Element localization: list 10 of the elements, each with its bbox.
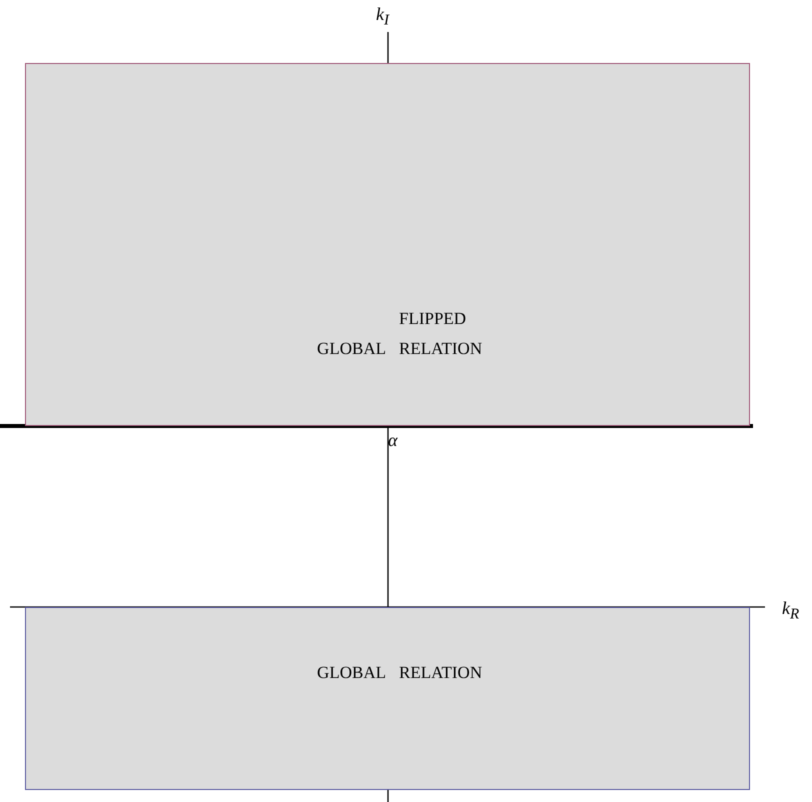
axis-label: k$_{R}$	[782, 598, 800, 625]
point-label: α	[388, 430, 398, 450]
shaded-region	[25, 607, 750, 790]
region-label: GLOBAL	[317, 339, 386, 359]
region-label: RELATION	[399, 339, 482, 359]
shaded-region	[25, 63, 750, 426]
region-label: FLIPPED	[399, 309, 466, 329]
axis-label: k$_{I}$	[376, 4, 389, 31]
region-label: GLOBAL	[317, 663, 386, 683]
region-label: RELATION	[399, 663, 482, 683]
